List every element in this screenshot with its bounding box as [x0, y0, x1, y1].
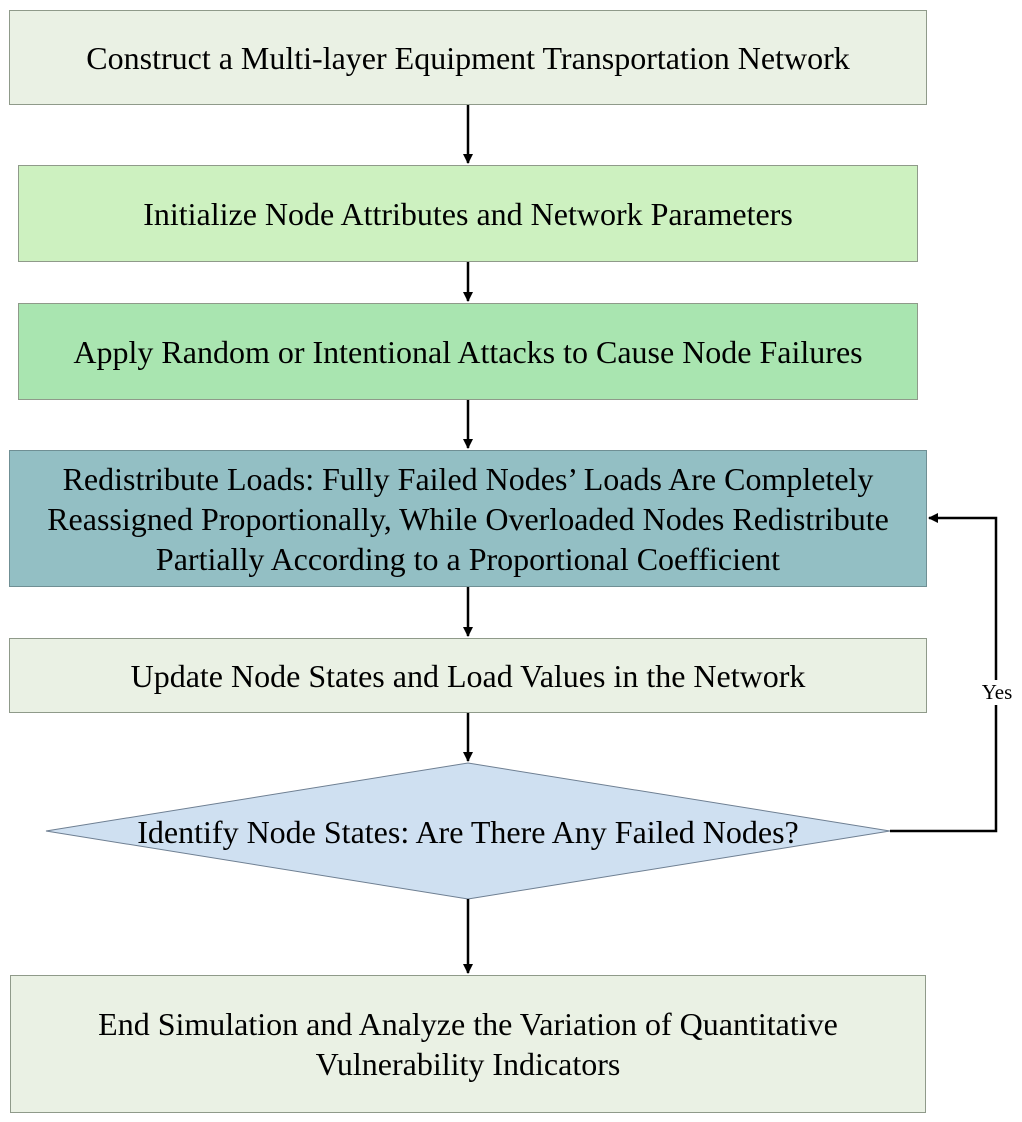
- step-redistribute-loads-label: Redistribute Loads: Fully Failed Nodes’ …: [47, 460, 889, 577]
- step-end-simulation: End Simulation and Analyze the Variation…: [10, 975, 926, 1113]
- step-end-simulation-label: End Simulation and Analyze the Variation…: [98, 1006, 838, 1082]
- step-update-states: Update Node States and Load Values in th…: [9, 638, 927, 713]
- step-initialize: Initialize Node Attributes and Network P…: [18, 165, 918, 262]
- yes-edge-label: Yes: [976, 680, 1018, 705]
- step-construct-network: Construct a Multi-layer Equipment Transp…: [9, 10, 927, 105]
- step-apply-attacks-label: Apply Random or Intentional Attacks to C…: [73, 333, 863, 370]
- step-update-states-label: Update Node States and Load Values in th…: [130, 657, 806, 694]
- step-construct-network-label: Construct a Multi-layer Equipment Transp…: [86, 39, 850, 76]
- step-initialize-label: Initialize Node Attributes and Network P…: [143, 195, 793, 232]
- step-apply-attacks: Apply Random or Intentional Attacks to C…: [18, 303, 918, 400]
- step-redistribute-loads: Redistribute Loads: Fully Failed Nodes’ …: [9, 450, 927, 587]
- arrow-yes-loop: [890, 513, 998, 833]
- decision-label: Identify Node States: Are There Any Fail…: [137, 813, 799, 850]
